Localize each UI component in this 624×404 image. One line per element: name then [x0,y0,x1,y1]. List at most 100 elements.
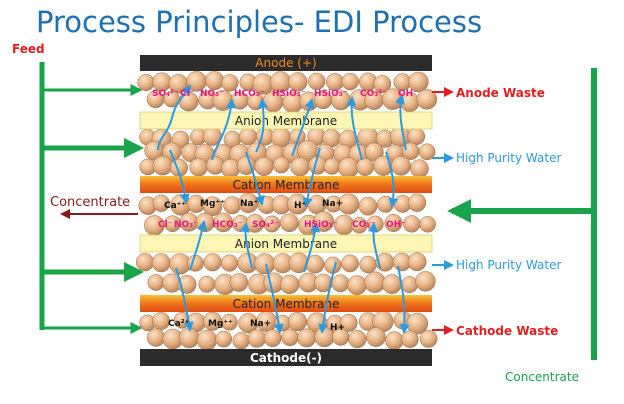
resin-bead [308,72,326,91]
concentrate-anion: Cl⁻ [158,220,173,230]
resin-bead [152,155,173,176]
resin-bead [364,142,384,162]
concentrate-cation: Mg⁺⁺ [200,199,225,209]
resin-bead [254,253,276,275]
resin-bead [410,159,429,178]
resin-bead [415,271,436,292]
resin-bead [232,332,250,350]
concentrate-anion: HCO₃⁻ [212,220,243,230]
resin-bead [373,75,392,93]
resin-bead [323,158,341,175]
cathode-ion: Na+ [250,319,271,329]
resin-bead [290,157,310,177]
resin-bead [196,329,218,351]
anode-ion: CO₃²⁻ [360,89,387,99]
resin-bead [408,71,429,93]
cathode-label: Cathode(-) [250,351,322,365]
resin-bead [419,330,438,348]
resin-bead [263,329,282,348]
resin-bead [247,329,267,348]
resin-bead [223,196,242,215]
resin-bead [407,193,427,212]
resin-bead [338,193,360,215]
resin-bead [288,72,308,92]
ion-migration-arrows [157,84,410,334]
resin-bead [135,253,155,272]
resin-bead [401,330,419,348]
concentrate-anion: OH⁻ [386,220,406,230]
anode-ion: HCO₃⁻ [234,89,265,99]
resin-bead [406,312,429,335]
cation-membrane-1-label: Cation Membrane [233,178,340,192]
resin-bead [287,312,308,332]
resin-bead [382,274,402,294]
resin-bead [152,312,171,330]
page-title: Process Principles- EDI Process [36,5,482,39]
cathode-waste-label: Cathode Waste [456,324,558,338]
resin-bead [272,156,290,174]
anode-ion: SO₄²⁻ [152,89,179,99]
resin-bead [152,194,170,212]
cation-membrane-2 [140,295,432,312]
cathode-ion: Mg⁺⁺ [208,319,233,329]
concentrate-cation: H⁺ [294,201,307,211]
resin-bead [348,330,367,349]
resin-bead [202,196,223,216]
feed-label: Feed [12,42,45,56]
concentrate-cation: Na⁺ [240,199,259,209]
resin-bead [418,143,436,161]
anode-waste-label: Anode Waste [456,86,545,100]
resin-bead [358,196,378,216]
resin-bead [229,273,249,292]
resin-bead [215,330,233,348]
cathode-ion: H+ [330,323,345,333]
anode-ion: OH⁻ [398,89,418,99]
resin-bead [221,313,238,331]
cathode-plate [140,349,432,366]
resin-bead [407,252,427,272]
anode-plate [140,55,432,71]
cation-membrane-1 [140,176,432,193]
resin-bead [146,328,166,347]
anode-ion: Cl⁻ [180,89,195,99]
high-purity-2-label: High Purity Water [456,258,561,272]
resin-bead [221,158,241,179]
resin-bead [385,331,404,350]
resin-bead [401,276,419,294]
resin-bead [254,156,274,176]
resin-bead [341,72,359,91]
resin-bead [347,275,367,296]
anode-label: Anode (+) [255,56,316,70]
resin-bead [341,254,359,273]
resin-bead [407,127,426,146]
concentrate-anion: SO₄²⁻ [252,220,279,230]
concentrate-piping [447,68,597,360]
anode-ion: HSiO₃⁻ [272,89,306,99]
concentrate-anion: CO₃⁻ [352,220,375,230]
resin-bead [203,253,222,272]
anion-membrane-1 [139,111,433,130]
resin-bead [178,327,200,349]
resin-bead [331,274,350,293]
concentrate-cation: Na+ [322,199,343,209]
resin-bead [189,157,208,177]
resin-bead [338,157,359,179]
resin-bead [221,74,239,92]
resin-bead [366,327,386,347]
resin-bead [205,71,225,91]
resin-bead [384,214,403,232]
resin-bead [391,155,411,176]
anode-ion: HSiO₃⁻ [314,89,348,99]
resin-bead [220,254,239,272]
concentrate-anion: HSiO₃⁻ [304,220,338,230]
concentrate-label-bottom: Concentrate [505,370,579,384]
anion-membrane-2 [139,234,433,253]
concentrate-anion: NO₃⁻ [174,220,198,230]
resin-bead [239,127,257,146]
resin-bead [359,255,377,274]
high-purity-1-label: High Purity Water [456,151,561,165]
resin-bead [356,158,375,176]
resin-bead [419,216,436,233]
